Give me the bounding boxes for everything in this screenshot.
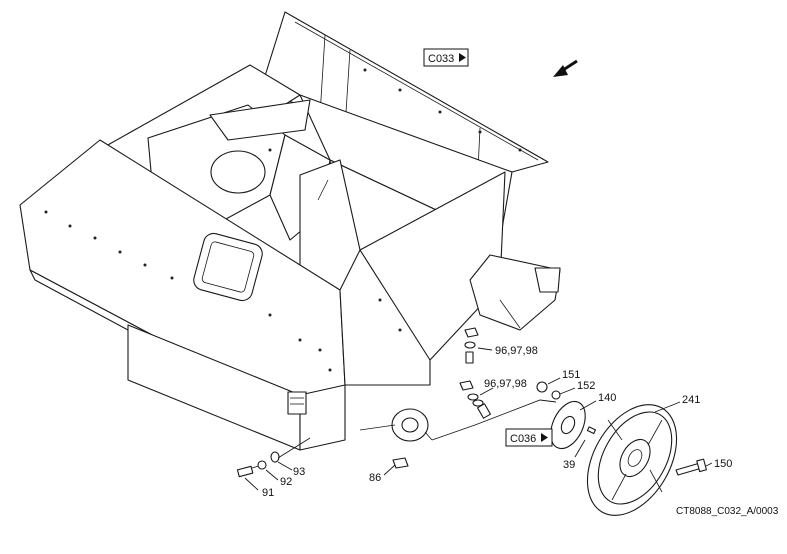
direction-arrow-icon bbox=[553, 59, 578, 77]
hub-shaft bbox=[359, 408, 433, 442]
pulley-assembly bbox=[431, 377, 713, 516]
ref-arrow-icon bbox=[541, 433, 548, 442]
callout-152: 152 bbox=[577, 380, 595, 392]
callout-39: 39 bbox=[563, 459, 575, 471]
callout-241: 241 bbox=[682, 394, 700, 406]
ref-label-c036: C036 bbox=[510, 433, 536, 445]
key-part bbox=[383, 457, 409, 476]
callout-86: 86 bbox=[369, 472, 381, 484]
callout-91: 91 bbox=[262, 487, 274, 499]
hardware-stack-upper bbox=[464, 327, 493, 364]
callout-93: 93 bbox=[293, 466, 305, 478]
ref-arrow-icon bbox=[459, 53, 466, 62]
frame-bracket bbox=[469, 254, 561, 331]
ref-box-c033[interactable]: C033 bbox=[423, 48, 469, 67]
callout-140: 140 bbox=[598, 392, 616, 404]
callout-150: 150 bbox=[714, 458, 732, 470]
hardware-left bbox=[236, 437, 311, 491]
callout-151: 151 bbox=[562, 369, 580, 381]
bottom-box bbox=[127, 324, 346, 451]
figure-caption: CT8088_C032_A/0003 bbox=[676, 506, 779, 517]
callout-96-97-98-lower: 96,97,98 bbox=[484, 378, 527, 390]
front-flap bbox=[339, 249, 431, 386]
hardware-stack-lower bbox=[459, 380, 494, 419]
ref-box-c036[interactable]: C036 bbox=[505, 428, 553, 447]
callout-96-97-98-upper: 96,97,98 bbox=[495, 345, 538, 357]
panel-holes bbox=[44, 68, 522, 372]
ref-label-c033: C033 bbox=[428, 53, 454, 65]
rear-top-panel bbox=[259, 11, 549, 173]
callout-92: 92 bbox=[280, 476, 292, 488]
